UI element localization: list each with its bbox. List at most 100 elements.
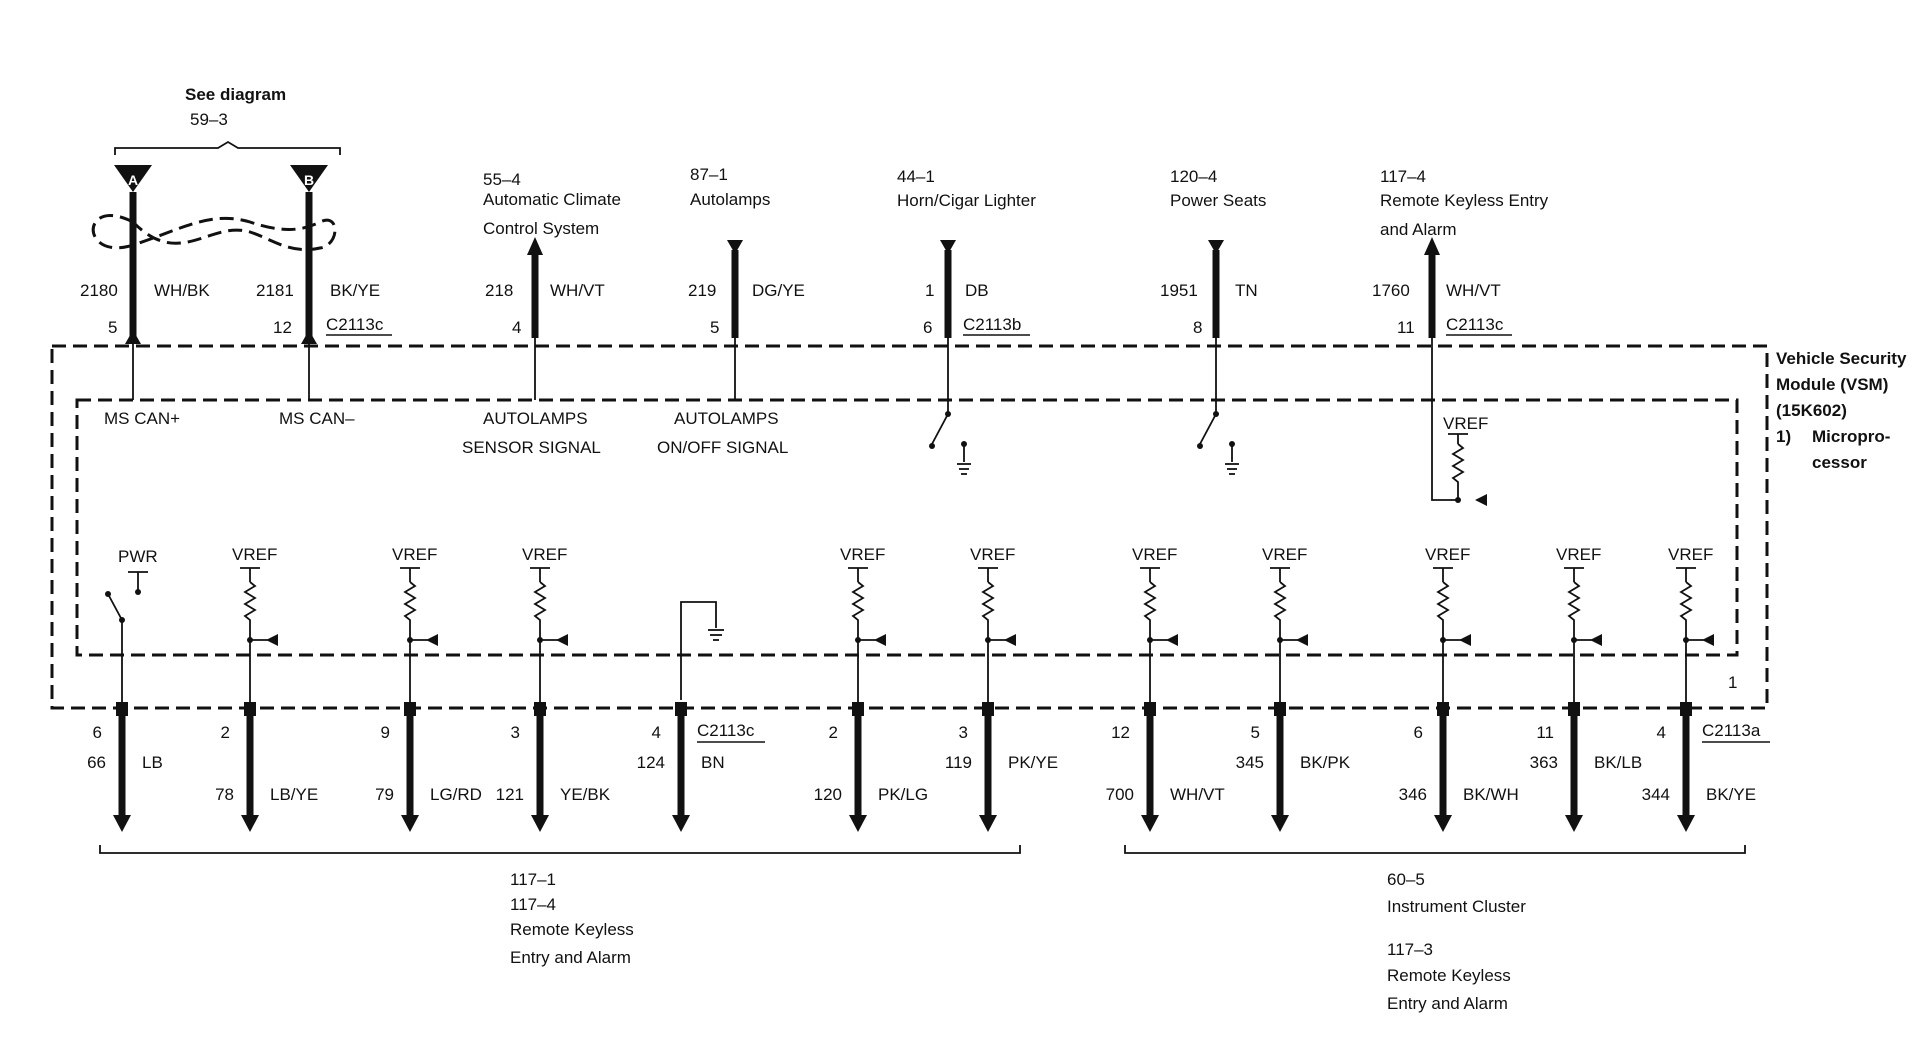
ref-number: 44–1	[897, 167, 935, 186]
connector-id: C2113c	[697, 721, 755, 740]
pin-number: 4	[512, 318, 521, 337]
group-line: Entry and Alarm	[510, 948, 631, 967]
vsm-module-label: Vehicle Security Module (VSM) (15K602) 1…	[1728, 349, 1907, 692]
vsm-name-line-3: (15K602)	[1776, 401, 1847, 420]
pin-number: 5	[108, 318, 117, 337]
wire-color: DB	[965, 281, 989, 300]
vref-label: VREF	[840, 545, 885, 564]
connector-a-marker	[114, 165, 152, 192]
vsm-name-line-1: Vehicle Security	[1776, 349, 1907, 368]
wire-color: BK/WH	[1463, 785, 1519, 804]
circuit-number: 345	[1236, 753, 1264, 772]
wire-color: BK/PK	[1300, 753, 1351, 772]
circuit-number: 2180	[80, 281, 118, 300]
pwr-label: PWR	[118, 547, 158, 566]
circuit-number: 124	[637, 753, 665, 772]
wire-color: WH/VT	[550, 281, 605, 300]
top-wire-218: 55–4 Automatic Climate Control System 21…	[483, 170, 621, 400]
pin-number: 4	[1657, 723, 1666, 742]
twisted-pair-indicator	[91, 214, 337, 251]
ref-desc-line-1: Horn/Cigar Lighter	[897, 191, 1036, 210]
ref-number: 120–4	[1170, 167, 1217, 186]
group-line: 60–5	[1387, 870, 1425, 889]
wire-color: BK/YE	[330, 281, 380, 300]
ref-number: 55–4	[483, 170, 521, 189]
wire-color: BK/LB	[1594, 753, 1642, 772]
vref-pullup-1760: VREF	[1443, 414, 1488, 506]
circuit-number: 78	[215, 785, 234, 804]
pin-number: 6	[1414, 723, 1423, 742]
connector-a-label: A	[128, 172, 138, 188]
group-line: 117–1	[510, 870, 556, 889]
see-diagram-bracket	[114, 140, 341, 155]
connector-b-marker	[290, 165, 328, 192]
autolamps-sensor-line-2: SENSOR SIGNAL	[462, 438, 601, 457]
ms-can-plus-label: MS CAN+	[104, 409, 180, 428]
wire-color: YE/BK	[560, 785, 611, 804]
group-line: Instrument Cluster	[1387, 897, 1526, 916]
circuit-number: 121	[496, 785, 524, 804]
pin-number: 2	[829, 723, 838, 742]
wire-color: PK/LG	[878, 785, 928, 804]
pin-number: 4	[652, 723, 661, 742]
pin-number: 11	[1397, 318, 1415, 337]
pin-number: 3	[511, 723, 520, 742]
circuit-number: 346	[1399, 785, 1427, 804]
wire-color: LB/YE	[270, 785, 318, 804]
circuit-number: 2181	[256, 281, 294, 300]
circuit-number: 344	[1642, 785, 1670, 804]
horn-switch-symbol	[929, 411, 971, 475]
circuit-number: 700	[1106, 785, 1134, 804]
top-wire-1: 44–1 Horn/Cigar Lighter 1 DB 6 C2113b	[897, 167, 1036, 412]
connector-id: C2113c	[326, 315, 384, 334]
vsm-pin-1-label: 1	[1728, 673, 1737, 692]
vsm-name-line-2: Module (VSM)	[1776, 375, 1888, 394]
pin-number: 8	[1193, 318, 1202, 337]
circuit-number: 1951	[1160, 281, 1198, 300]
vref-label: VREF	[1425, 545, 1470, 564]
microprocessor-outline	[75, 398, 1739, 657]
wire-color: LB	[142, 753, 163, 772]
vsm-item-line-2: cessor	[1812, 453, 1867, 472]
vref-label: VREF	[522, 545, 567, 564]
wire-color: WH/VT	[1446, 281, 1501, 300]
connector-b-label: B	[304, 172, 314, 188]
wire-color: TN	[1235, 281, 1258, 300]
vref-label: VREF	[1668, 545, 1713, 564]
ref-desc-line-1: Automatic Climate	[483, 190, 621, 209]
autolamps-sensor-line-1: AUTOLAMPS	[483, 409, 588, 428]
wire-color: BK/YE	[1706, 785, 1756, 804]
circuit-number: 119	[945, 753, 972, 772]
bottom-group-left: 117–1 117–4 Remote Keyless Entry and Ala…	[510, 870, 634, 967]
circuit-number: 218	[485, 281, 513, 300]
group-line: Remote Keyless	[1387, 966, 1511, 985]
pin-number: 3	[959, 723, 968, 742]
pin-number: 5	[710, 318, 719, 337]
vref-label: VREF	[970, 545, 1015, 564]
vref-label: VREF	[392, 545, 437, 564]
autolamps-onoff-line-1: AUTOLAMPS	[674, 409, 779, 428]
vref-label: VREF	[1262, 545, 1307, 564]
top-wire-2180: 2180 WH/BK 5	[80, 192, 210, 400]
see-diagram-callout: See diagram 59–3 A B	[91, 85, 341, 251]
wire-color: LG/RD	[430, 785, 482, 804]
group-line: Remote Keyless	[510, 920, 634, 939]
pin-number: 9	[381, 723, 390, 742]
circuit-number: 66	[87, 753, 106, 772]
ref-desc-line-1: Power Seats	[1170, 191, 1266, 210]
pin-number: 6	[93, 723, 102, 742]
ref-desc-line-2: Control System	[483, 219, 599, 238]
ref-desc-line-1: Autolamps	[690, 190, 770, 209]
